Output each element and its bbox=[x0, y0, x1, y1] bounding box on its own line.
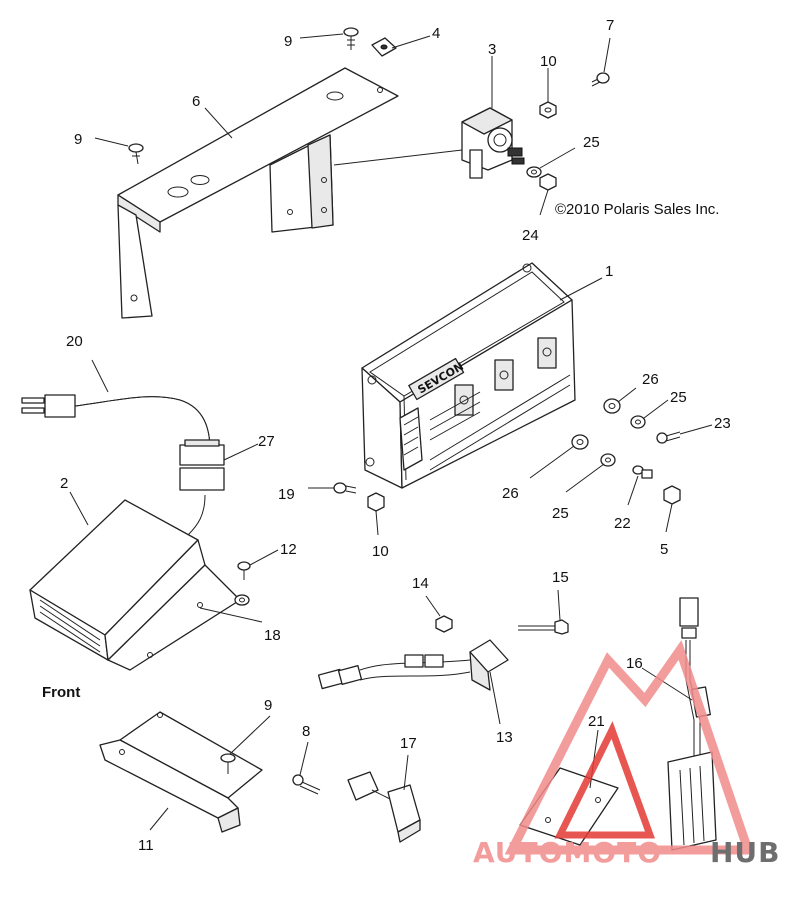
watermark-text-hub: HUB bbox=[710, 836, 781, 869]
callout-labels: 9 4 3 10 7 6 9 25 ©2010 Polaris Sales In… bbox=[42, 17, 731, 854]
lower-bracket bbox=[99, 711, 263, 833]
callout-8: 8 bbox=[302, 723, 310, 740]
callout-27: 27 bbox=[258, 433, 275, 450]
washer-25-upper bbox=[630, 415, 646, 429]
relay-module-16 bbox=[667, 751, 717, 851]
callout-9-lower: 9 bbox=[264, 697, 272, 714]
callout-4: 4 bbox=[432, 25, 440, 42]
callout-9-left: 9 bbox=[74, 131, 82, 148]
callout-17: 17 bbox=[400, 735, 417, 752]
callout-1: 1 bbox=[605, 263, 613, 280]
washer-top bbox=[526, 166, 542, 178]
callout-25-top: 25 bbox=[583, 134, 600, 151]
front-label: Front bbox=[42, 684, 80, 701]
callout-19: 19 bbox=[278, 486, 295, 503]
watermark-text-main: AUTOMOTO bbox=[473, 836, 662, 869]
callout-14: 14 bbox=[412, 575, 429, 592]
callout-25-lower: 25 bbox=[552, 505, 569, 522]
washer-25-lower bbox=[600, 453, 616, 467]
solenoid bbox=[461, 107, 525, 179]
bolt-23 bbox=[656, 431, 681, 444]
motor-controller: SEVCON bbox=[361, 262, 576, 489]
screw-left bbox=[128, 143, 144, 165]
nut-24 bbox=[539, 173, 557, 191]
harness-connector bbox=[179, 439, 225, 491]
bolt-15 bbox=[518, 619, 569, 635]
washer-26-lower bbox=[571, 434, 589, 450]
nut-10-lower bbox=[367, 492, 385, 512]
callout-10-top: 10 bbox=[540, 53, 557, 70]
callout-7: 7 bbox=[606, 17, 614, 34]
callout-13: 13 bbox=[496, 729, 513, 746]
callout-11: 11 bbox=[138, 837, 154, 854]
callout-6: 6 bbox=[192, 93, 200, 110]
callout-26-lower: 26 bbox=[502, 485, 519, 502]
charger-cord bbox=[21, 394, 211, 536]
sensor-17 bbox=[347, 771, 421, 843]
bolt-8 bbox=[292, 774, 321, 795]
washer-18 bbox=[234, 594, 250, 606]
callout-25-upper: 25 bbox=[670, 389, 687, 406]
callout-15: 15 bbox=[552, 569, 569, 586]
screw-9-lower bbox=[220, 753, 236, 774]
callout-5: 5 bbox=[660, 541, 668, 558]
wire-harness bbox=[317, 639, 509, 691]
callout-16: 16 bbox=[626, 655, 643, 672]
callout-18: 18 bbox=[264, 627, 281, 644]
callout-2: 2 bbox=[60, 475, 68, 492]
callout-22: 22 bbox=[614, 515, 631, 532]
screw-12 bbox=[237, 561, 251, 580]
stud-22 bbox=[632, 465, 653, 479]
nut-top bbox=[539, 101, 557, 119]
bolt-top bbox=[591, 72, 610, 87]
clip-nut bbox=[371, 37, 397, 57]
charger-box bbox=[29, 499, 241, 671]
copyright-text: ©2010 Polaris Sales Inc. bbox=[555, 201, 719, 218]
nut-5 bbox=[663, 485, 681, 505]
screw-top bbox=[343, 27, 359, 50]
callout-21: 21 bbox=[588, 713, 605, 730]
callout-3: 3 bbox=[488, 41, 496, 58]
callout-23: 23 bbox=[714, 415, 731, 432]
callout-26-upper: 26 bbox=[642, 371, 659, 388]
callout-24: 24 bbox=[522, 227, 539, 244]
watermark-logo: AUTOMOTO HUB bbox=[473, 640, 781, 869]
callout-12: 12 bbox=[280, 541, 297, 558]
bolt-19 bbox=[333, 482, 357, 494]
callout-10-lower: 10 bbox=[372, 543, 389, 560]
washer-26-upper bbox=[603, 398, 621, 414]
callout-20: 20 bbox=[66, 333, 83, 350]
nut-14 bbox=[435, 615, 453, 633]
mounting-bracket bbox=[117, 67, 399, 319]
callout-9-top: 9 bbox=[284, 33, 292, 50]
